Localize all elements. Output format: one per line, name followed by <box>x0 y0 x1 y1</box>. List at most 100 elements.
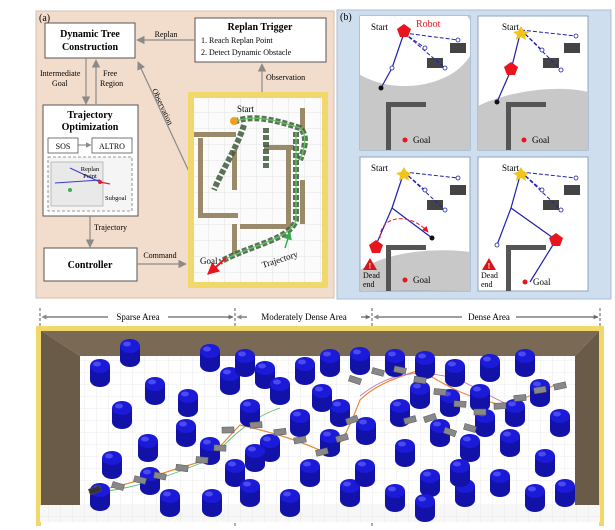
robot-pose <box>345 414 359 426</box>
robot-pose <box>293 435 307 445</box>
tile4-dead-end-line2: end <box>481 280 493 289</box>
robot-pose <box>371 367 385 377</box>
area-label-dense: Dense Area <box>468 312 510 322</box>
svg-text:!: ! <box>369 262 372 271</box>
robot-pose <box>413 375 427 385</box>
obstacle-cylinder <box>410 381 430 409</box>
obstacle-cylinder <box>500 429 520 457</box>
robot-pose <box>443 426 457 438</box>
obstacle-cylinder <box>220 367 240 395</box>
robot-pose <box>213 444 227 452</box>
robot-pose <box>153 471 167 481</box>
obstacle-cylinder <box>460 434 480 462</box>
obstacle-cylinder <box>102 451 122 479</box>
obstacle-cylinder <box>320 349 340 377</box>
robot-pose <box>249 421 263 429</box>
obstacle-cylinder <box>515 349 535 377</box>
robot-pose <box>195 456 209 464</box>
edge-command-label: Command <box>143 251 176 260</box>
edge-observation-right-label: Observation <box>266 73 305 82</box>
obstacle-cylinder <box>350 347 370 375</box>
obstacle-cylinder <box>550 409 570 437</box>
sos-box-label: SOS <box>56 142 71 151</box>
replan-point-line1: Replan <box>81 166 100 173</box>
obstacle-cylinder <box>178 389 198 417</box>
obstacle-cylinder <box>555 479 575 507</box>
replan-trigger-title: Replan Trigger <box>228 22 293 33</box>
obstacle-cylinder <box>200 344 220 372</box>
robot-pose <box>315 447 329 457</box>
obstacle-cylinder <box>395 439 415 467</box>
obstacle-cylinder <box>112 401 132 429</box>
obstacle-cylinder <box>280 489 300 517</box>
edge-free-region-line2: Region <box>100 79 123 88</box>
tile4-start-label: Start <box>502 163 519 173</box>
panel-b-tile-4: ! Start Dead end Goal <box>477 156 589 292</box>
tile2-start-label: Start <box>502 22 519 32</box>
trajectory-opt-title-line2: Optimization <box>62 122 119 133</box>
obstacle-cylinder <box>120 339 140 367</box>
robot-pose <box>348 374 362 386</box>
robot-layer <box>88 365 567 496</box>
dynamic-tree-title-line1: Dynamic Tree <box>60 29 120 40</box>
obstacle-cylinder <box>355 459 375 487</box>
trajectory-optimization-box: Trajectory Optimization SOS ALTRO Replan… <box>42 104 139 217</box>
tile3-dead-end-line2: end <box>363 280 375 289</box>
area-label-sparse: Sparse Area <box>116 312 159 322</box>
obstacle-cylinder <box>225 459 245 487</box>
obstacle-cylinder <box>145 377 165 405</box>
obstacle-cylinder <box>525 484 545 512</box>
edge-intermediate-goal-line2: Goal <box>52 79 68 88</box>
edge-trajectory-label: Trajectory <box>94 223 127 232</box>
panel-b-tile-1: Start Robot Goal <box>359 15 471 151</box>
panel-b-tile-2: Start Goal <box>477 15 589 151</box>
robot-pose <box>393 365 407 375</box>
obstacle-cylinder <box>235 349 255 377</box>
panel-b-label: (b) <box>340 12 352 23</box>
replan-trigger-box: Replan Trigger 1. Reach Replan Point 2. … <box>194 17 327 63</box>
start-marker-icon <box>230 117 238 125</box>
robot-pose <box>221 426 235 434</box>
replan-trigger-item-1: 1. Reach Replan Point <box>201 36 273 45</box>
obstacle-cylinder <box>290 409 310 437</box>
robot-pose <box>111 481 125 491</box>
dead-end-warning-icon <box>363 258 377 270</box>
tile2-goal-label: Goal <box>532 135 550 145</box>
obstacle-cylinder <box>415 494 435 522</box>
robot-pose <box>273 428 287 436</box>
panel-b-tile-3: ! Start Dead end Goal <box>359 156 471 292</box>
obstacle-cylinder <box>450 459 470 487</box>
obstacle-cylinder <box>535 449 555 477</box>
obstacle-cylinder <box>330 399 350 427</box>
tile1-robot-label: Robot <box>416 19 441 30</box>
obstacle-cylinder <box>415 351 435 379</box>
panel-c: Sparse Area Moderately Dense Area Dense … <box>36 308 604 528</box>
robot-pose <box>88 484 102 496</box>
tile1-start-label: Start <box>371 22 388 32</box>
obstacle-cylinder <box>490 469 510 497</box>
svg-text:!: ! <box>488 262 491 271</box>
panel-b: (b) Start <box>336 9 612 300</box>
obstacle-cylinder <box>430 419 450 447</box>
map-goal-label: Goal <box>200 256 218 266</box>
obstacle-cylinder <box>160 489 180 517</box>
robot-pose <box>433 388 447 396</box>
obstacle-cylinder <box>202 489 222 517</box>
panel-a: (a) Dynamic Tree Construction Replan Tri… <box>35 10 335 299</box>
edge-free-region-line1: Free <box>103 69 118 78</box>
map-start-label: Start <box>237 104 254 114</box>
robot-pose <box>175 463 189 473</box>
obstacle-cylinder <box>356 417 376 445</box>
obstacle-cylinder <box>320 429 340 457</box>
obstacle-cylinder <box>138 434 158 462</box>
robot-pose <box>423 412 437 424</box>
obstacle-cylinder <box>505 399 525 427</box>
robot-pose <box>335 433 349 443</box>
tile3-start-label: Start <box>371 163 388 173</box>
tile3-goal-label: Goal <box>413 275 431 285</box>
robot-pose <box>553 381 567 391</box>
obstacle-cylinder <box>270 377 290 405</box>
panel-a-label: (a) <box>39 13 50 24</box>
robot-pose <box>513 394 527 402</box>
